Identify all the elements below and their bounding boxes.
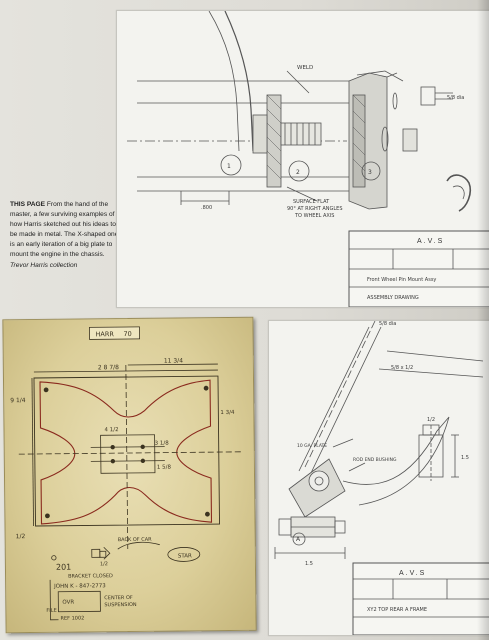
caption-text: From the hand of the master, a few survi… bbox=[10, 201, 119, 259]
sketch-dim-corner: 1 3/4 bbox=[220, 410, 235, 416]
sketch-tag-2: 70 bbox=[123, 330, 131, 338]
sketch-note-1: 201 bbox=[56, 563, 71, 572]
sketch-note-4: OVR bbox=[62, 600, 74, 606]
rear-dim-diagonal: 5/8 x 1/2 bbox=[391, 365, 413, 371]
rear-a-frame-drawing-svg: 5/8 dia 5/8 x 1/2 10 GA. PLATE ROD END B… bbox=[274, 321, 489, 635]
sketch-tag: HARR bbox=[95, 330, 114, 338]
rear-dim-bottom: 1.5 bbox=[305, 561, 313, 567]
sketch-note-10: 1/2 bbox=[100, 561, 108, 567]
rear-dim-side-1: 1/2 bbox=[427, 417, 435, 423]
sketch-dim-top: 2 8 7/8 bbox=[98, 364, 119, 371]
sketch-note-2: BRACKET CLOSED bbox=[68, 573, 113, 579]
technical-drawing-rear-a-frame: 5/8 dia 5/8 x 1/2 10 GA. PLATE ROD END B… bbox=[268, 320, 489, 636]
title-block-company: A.V.S bbox=[417, 238, 444, 245]
photo-caption: THIS PAGE From the hand of the master, a… bbox=[10, 200, 122, 271]
rear-title-block-title: XY2 TOP REAR A FRAME bbox=[367, 607, 427, 613]
rear-dim-side-2: 1.5 bbox=[461, 455, 469, 461]
weld-label: WELD bbox=[297, 65, 313, 71]
note-angles: 90° AT RIGHT ANGLES bbox=[287, 206, 343, 212]
circle-marker-2: 2 bbox=[296, 169, 300, 176]
rear-circle-a: A bbox=[296, 536, 301, 543]
sketch-note-8: FILE bbox=[46, 608, 56, 614]
page-fold-shadow bbox=[477, 0, 489, 640]
title-block-assembly: ASSEMBLY DRAWING bbox=[367, 295, 419, 301]
wheel-mount-drawing-svg: WELD 5/8 dia .800 1 2 3 SURFACE FLAT 90°… bbox=[127, 11, 489, 307]
sketch-dim-bottom: 1/2 bbox=[16, 533, 26, 540]
note-axis: TO WHEEL AXIS bbox=[294, 213, 334, 219]
sketch-dim-center-1: 4 1/2 bbox=[104, 427, 118, 433]
rear-title-block-company: A.V.S bbox=[399, 570, 426, 577]
sketch-note-5: STAR bbox=[178, 553, 192, 559]
sketch-note-9: REF 1002 bbox=[60, 615, 84, 621]
title-block-title: Front Wheel Pin Mount Assy bbox=[367, 277, 436, 283]
sketch-dim-center-2: 3 1/8 bbox=[155, 441, 170, 447]
bolt-dimension: 5/8 dia bbox=[447, 95, 464, 101]
caption-credit: Trevor Harris collection bbox=[10, 261, 78, 269]
rear-label-rod: ROD END BUSHING bbox=[353, 457, 397, 463]
note-surface: SURFACE FLAT bbox=[293, 199, 330, 205]
circle-marker-3: 3 bbox=[368, 169, 372, 176]
sketch-note-7: SUSPENSION bbox=[104, 602, 137, 608]
technical-drawing-wheel-mount: WELD 5/8 dia .800 1 2 3 SURFACE FLAT 90°… bbox=[116, 10, 489, 308]
left-dimension: .800 bbox=[201, 205, 212, 211]
sketch-note-back: BACK OF CAR bbox=[118, 537, 152, 543]
sketch-note-3: JOHN K - 847-2773 bbox=[53, 583, 106, 590]
sketch-dim-center-3: 1 5/8 bbox=[157, 465, 172, 471]
rear-dim-top: 5/8 dia bbox=[379, 321, 396, 327]
sketch-dim-right-top: 11 3/4 bbox=[164, 357, 183, 364]
caption-lead: THIS PAGE bbox=[10, 201, 46, 208]
rear-label-plate: 10 GA. PLATE bbox=[297, 443, 327, 449]
sketch-dim-left: 9 1/4 bbox=[10, 397, 26, 404]
handwritten-engine-plate-sketch: HARR 70 2 8 7/8 11 3/4 9 1/4 4 1/2 3 1/8… bbox=[2, 316, 257, 634]
circle-marker-1: 1 bbox=[227, 163, 231, 170]
sketch-note-6: CENTER OF bbox=[104, 595, 133, 601]
engine-plate-sketch-svg: HARR 70 2 8 7/8 11 3/4 9 1/4 4 1/2 3 1/8… bbox=[10, 326, 241, 622]
